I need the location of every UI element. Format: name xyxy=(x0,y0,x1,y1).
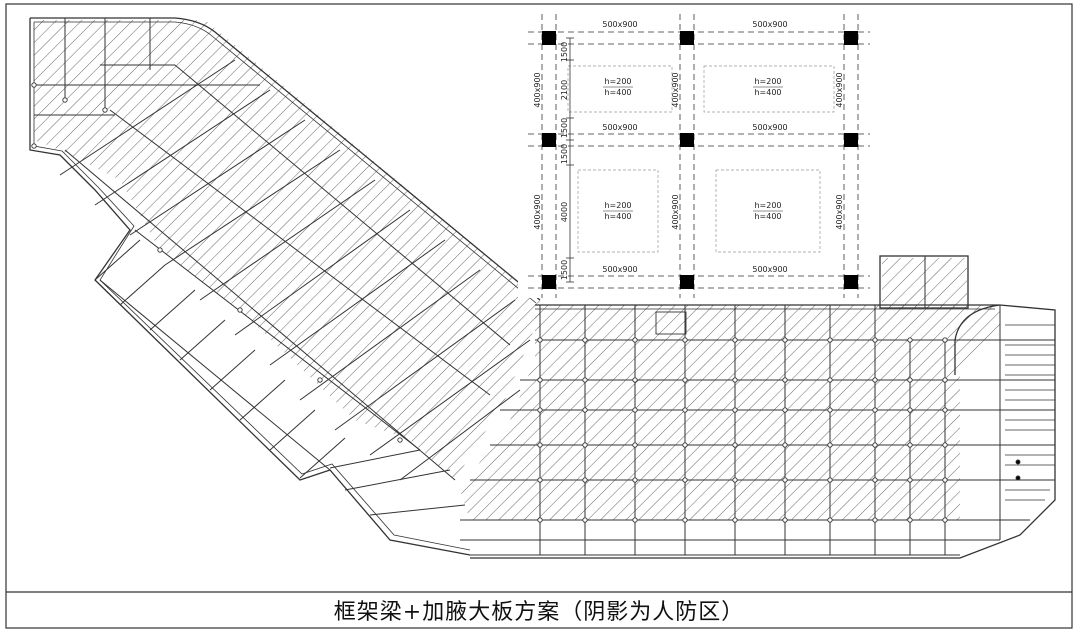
east-strip xyxy=(470,304,1056,559)
column xyxy=(680,133,694,147)
dimension-label: 2100 xyxy=(560,80,569,100)
floor-plan xyxy=(29,17,1056,559)
slab-thickness: h=200 xyxy=(604,77,631,86)
column xyxy=(542,133,556,147)
detail-columns xyxy=(542,31,858,289)
wing-grid xyxy=(34,18,531,516)
plan-columns xyxy=(31,82,1021,523)
slab-detail-inset: 500x900 500x900 500x900 500x900 500x900 … xyxy=(518,10,870,298)
slab-thickness: h=400 xyxy=(604,212,631,221)
drawing-caption: 框架梁+加腋大板方案（阴影为人防区） xyxy=(333,600,745,625)
beam-label-vertical: 400x900 xyxy=(835,194,844,229)
column xyxy=(542,275,556,289)
beam-label: 500x900 xyxy=(752,265,787,274)
beam-label: 500x900 xyxy=(602,20,637,29)
beam-label-vertical: 400x900 xyxy=(671,72,680,107)
column xyxy=(542,31,556,45)
wing-outline-left xyxy=(29,18,471,556)
dimension-label: 1500 xyxy=(560,118,569,138)
beam-label-vertical: 400x900 xyxy=(533,72,542,107)
wing-outline-outer xyxy=(30,17,541,301)
detail-axis-lines xyxy=(528,14,870,298)
column xyxy=(680,275,694,289)
column xyxy=(844,275,858,289)
civil-defense-hatch xyxy=(34,20,1000,520)
sheet-border xyxy=(5,3,1073,629)
dimension-label: 1500 xyxy=(560,260,569,280)
slab-thickness: h=400 xyxy=(754,88,781,97)
block-outline xyxy=(535,304,1001,375)
slab-thickness: h=400 xyxy=(604,88,631,97)
slab-thickness: h=200 xyxy=(754,201,781,210)
column xyxy=(844,133,858,147)
beam-label-vertical: 400x900 xyxy=(835,72,844,107)
tower-box xyxy=(879,255,969,309)
dimension-label: 4000 xyxy=(560,202,569,222)
dimension-label: 1500 xyxy=(560,144,569,164)
column xyxy=(844,31,858,45)
column xyxy=(680,31,694,45)
beam-label: 500x900 xyxy=(752,20,787,29)
dimension-label: 1500 xyxy=(560,42,569,62)
slab-thickness: h=400 xyxy=(754,212,781,221)
beam-label-vertical: 400x900 xyxy=(671,194,680,229)
beam-label: 500x900 xyxy=(752,123,787,132)
slab-thickness: h=200 xyxy=(604,201,631,210)
beam-label: 500x900 xyxy=(602,265,637,274)
slab-thickness: h=200 xyxy=(754,77,781,86)
dimension-chain xyxy=(566,37,574,283)
haunch-outlines xyxy=(567,65,835,253)
beam-label-vertical: 400x900 xyxy=(533,194,542,229)
beam-label: 500x900 xyxy=(602,123,637,132)
